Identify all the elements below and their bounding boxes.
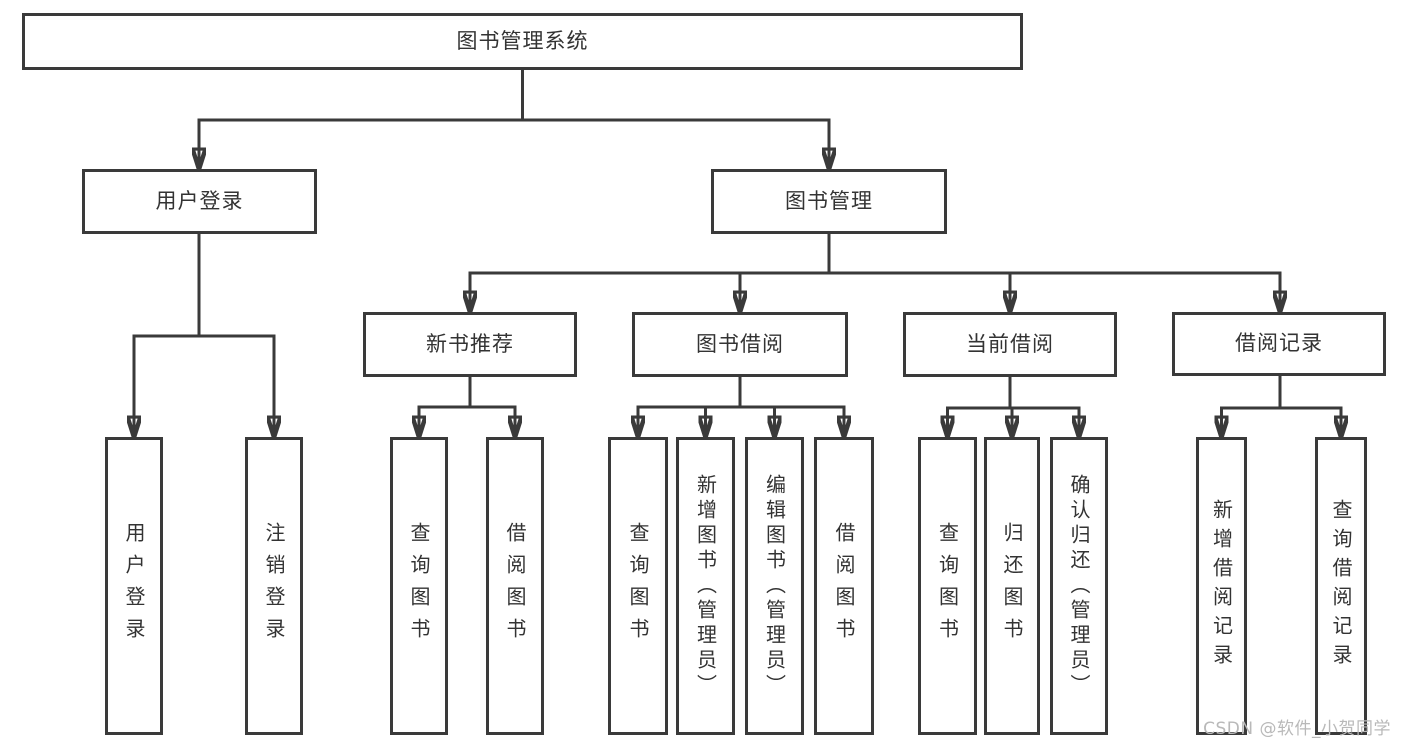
leaf-add-books-admin: 新增图书（管理员） [676,437,735,735]
connector-book-management-children [469,233,1282,309]
connector-user-login-children [133,233,276,434]
leaf-borrow-books: 借阅图书 [814,437,874,735]
csdn-watermark: CSDN @软件_小贺同学 [1203,719,1391,739]
leaf-return-books: 归还图书 [984,437,1040,735]
leaf-add-borrow-record: 新增借阅记录 [1196,437,1247,735]
leaf-borrow-books-recommend: 借阅图书 [486,437,544,735]
connector-current-borrow-children [946,377,1081,434]
connector-new-book-children [418,377,517,434]
node-borrow-records: 借阅记录 [1172,312,1386,376]
node-book-management: 图书管理 [711,169,947,234]
node-book-borrow: 图书借阅 [632,312,848,377]
node-user-login: 用户登录 [82,169,317,234]
leaf-logout: 注销登录 [245,437,303,735]
leaf-query-borrow-record: 查询借阅记录 [1315,437,1367,735]
connector-root-to-level2 [198,69,831,166]
node-current-borrow: 当前借阅 [903,312,1117,377]
connector-borrow-records-children [1220,375,1343,434]
leaf-query-books-borrow: 查询图书 [608,437,668,735]
leaf-query-books-current: 查询图书 [918,437,977,735]
node-new-book-recommend: 新书推荐 [363,312,577,377]
leaf-confirm-return-admin: 确认归还（管理员） [1050,437,1108,735]
connector-book-borrow-children [637,377,846,434]
leaf-query-books-recommend: 查询图书 [390,437,448,735]
node-root-system: 图书管理系统 [22,13,1023,70]
leaf-edit-books-admin: 编辑图书（管理员） [745,437,804,735]
leaf-user-login: 用户登录 [105,437,163,735]
